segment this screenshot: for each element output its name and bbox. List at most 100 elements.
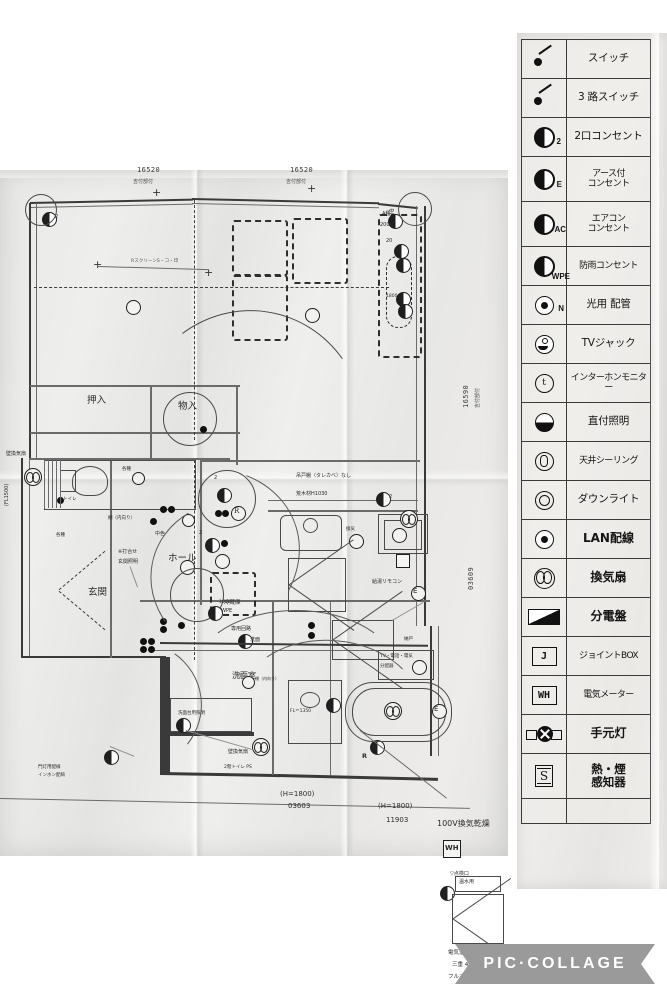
kitchen-sink bbox=[280, 515, 342, 551]
wall-right-inner bbox=[416, 206, 417, 626]
note-cabinet: 吊戸棚（タレカベ）なし bbox=[296, 473, 352, 479]
paper-crease-horizontal bbox=[0, 470, 508, 486]
note-inspection: ▽点検口 bbox=[450, 871, 469, 877]
note-top-left: 吉付部付 bbox=[133, 179, 154, 185]
entrance-switch-3[interactable] bbox=[140, 646, 147, 653]
mark-cross-4: + bbox=[307, 182, 317, 195]
outlet-gatelight[interactable] bbox=[104, 750, 119, 765]
joint-box-icon: J bbox=[522, 637, 567, 675]
switch-hall[interactable] bbox=[221, 540, 228, 547]
legend-row-outlet-2: 2 2口コンセント bbox=[522, 118, 650, 157]
panel-kitchen[interactable] bbox=[396, 554, 410, 568]
outlet-waterproof-suffix: WPE bbox=[551, 272, 570, 281]
wall-bottom-mid bbox=[160, 657, 170, 775]
switch-group-3[interactable] bbox=[150, 518, 157, 525]
hall-light-upper[interactable] bbox=[182, 514, 195, 527]
switch-group-2[interactable] bbox=[168, 506, 175, 513]
wall-fan-left[interactable] bbox=[24, 468, 42, 486]
dim-top-right: 16520 bbox=[290, 166, 314, 174]
label-e-fridge: WPE bbox=[221, 608, 233, 614]
outlet-wpe-bath[interactable] bbox=[370, 740, 385, 755]
toilet-bowl bbox=[72, 466, 108, 496]
outlet-upper-right-4[interactable] bbox=[398, 304, 413, 319]
washroom-switch-1[interactable] bbox=[160, 618, 167, 625]
note-screen: RスクリーンS・コ・印 bbox=[131, 259, 179, 264]
water-heater-unit bbox=[452, 894, 504, 944]
note-entry-2: 玄関照明 bbox=[118, 559, 139, 565]
kitchen-stove-outlet[interactable] bbox=[392, 528, 407, 543]
legend-label-ceiling-light: 天井シーリング bbox=[579, 455, 638, 466]
vanity-light-outlet[interactable] bbox=[176, 718, 191, 733]
kitchen-ceiling-light[interactable] bbox=[215, 554, 230, 569]
watt-meter-icon: WH bbox=[522, 676, 567, 714]
entrance-switch-4[interactable] bbox=[148, 646, 155, 653]
entrance-switch-2[interactable] bbox=[148, 638, 155, 645]
toilet-light[interactable] bbox=[132, 472, 145, 485]
room-label-oshiire: 押入 bbox=[87, 395, 107, 406]
label-20-upper: 20 bbox=[386, 238, 393, 244]
washroom-wall-fan[interactable] bbox=[252, 738, 270, 756]
label-left-toilet: トイレ bbox=[63, 497, 77, 502]
wall-h-closet-bottom bbox=[30, 432, 240, 434]
task-light-icon bbox=[522, 715, 567, 753]
legend-label-surface-light: 直付照明 bbox=[587, 415, 630, 428]
legend-label-outlet-2: 2口コンセント bbox=[574, 130, 643, 143]
legend-blank-label-cell bbox=[567, 799, 650, 823]
stair-hatch-5 bbox=[60, 460, 61, 508]
outlet-2-suffix: 2 bbox=[556, 137, 561, 146]
tv-tel-outlet[interactable] bbox=[412, 660, 427, 675]
legend-label-3way-switch: 3 路スイッチ bbox=[577, 91, 640, 104]
room-label-refrigerator: 冷蔵庫 bbox=[224, 600, 241, 606]
ceiling-light-upper-right[interactable] bbox=[305, 308, 320, 323]
label-2-topleft: 2 bbox=[55, 214, 59, 220]
wall-right-outer bbox=[424, 206, 426, 626]
kitchen-range-fan[interactable] bbox=[400, 510, 418, 528]
label-1000: 1000 bbox=[219, 600, 231, 605]
floor-plan-photo: 16520 16520 吉付部付 吉付部付 16590 吉付部付 03609 6… bbox=[0, 166, 508, 980]
washroom-switch-3[interactable] bbox=[178, 622, 185, 629]
outlet-upper-right-2[interactable] bbox=[396, 258, 411, 273]
label-2-hall-2: 2 bbox=[199, 530, 203, 536]
note-various: 各種 bbox=[56, 533, 65, 538]
label-r-boiler: E bbox=[413, 587, 418, 595]
centerline-h-upper bbox=[34, 287, 389, 288]
legend-label-watt-meter: 電気メーター bbox=[583, 689, 634, 700]
legend-row-tv-jack: TVジャック bbox=[522, 325, 650, 364]
legend-label-outlet-waterproof: 防雨コンセント bbox=[579, 260, 638, 271]
heat-smoke-detector-icon: S bbox=[522, 754, 567, 798]
centerline-v-lower bbox=[194, 460, 195, 660]
bath-remote[interactable] bbox=[432, 704, 447, 719]
mark-cross-1: + bbox=[93, 258, 103, 271]
entrance-switch-1[interactable] bbox=[140, 638, 147, 645]
watt-meter-plan[interactable] bbox=[443, 840, 461, 858]
legend-label-lan: LAN配線 bbox=[583, 531, 634, 546]
leader-3 bbox=[391, 602, 424, 621]
washroom-switch-2[interactable] bbox=[160, 626, 167, 633]
outlet-waterproof-icon: WPE bbox=[522, 247, 570, 285]
partition-v-1 bbox=[150, 385, 152, 460]
dashed-region-2 bbox=[232, 275, 288, 341]
legend-row-fan: 換気扇 bbox=[522, 559, 650, 598]
legend-label-fan: 換気扇 bbox=[590, 570, 627, 585]
note-hotwater: 温水用 bbox=[459, 879, 475, 885]
note-timber: 荒木材H1030 bbox=[296, 491, 328, 497]
outlet-hall[interactable] bbox=[205, 538, 220, 553]
centerline-v-upper bbox=[194, 200, 195, 440]
switch-group-1[interactable] bbox=[160, 506, 167, 513]
legend-row-ceiling-light: 天井シーリング bbox=[522, 442, 650, 481]
ceiling-light-upper[interactable] bbox=[126, 300, 141, 315]
distribution-board-icon bbox=[522, 598, 567, 636]
downlight-icon bbox=[522, 481, 567, 519]
outlet-kitchen-top[interactable] bbox=[376, 492, 391, 507]
dashed-region-3 bbox=[292, 218, 348, 284]
boiler-remote[interactable] bbox=[411, 586, 426, 601]
legend-row-distribution-board: 分電盤 bbox=[522, 598, 650, 637]
wall-left-lower bbox=[21, 458, 23, 658]
outlet-upper-right-1[interactable] bbox=[394, 244, 409, 259]
surface-light-icon bbox=[522, 403, 567, 441]
legend-label-tv-jack: TVジャック bbox=[581, 337, 636, 350]
wall-bottom-right bbox=[277, 774, 438, 781]
bath-fan[interactable] bbox=[384, 702, 402, 720]
smoke-detector-glyph: S bbox=[535, 765, 553, 787]
outlet-refrigerator[interactable] bbox=[208, 606, 223, 621]
